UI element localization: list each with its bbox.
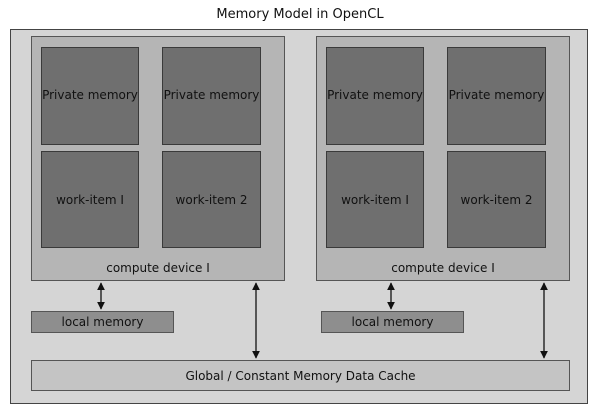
local-memory-2: local memory: [321, 311, 464, 333]
work-item-1-2: work-item 2: [162, 151, 261, 248]
diagram-title: Memory Model in OpenCL: [216, 7, 384, 22]
compute-device-2: Private memory Private memory work-item …: [316, 36, 570, 281]
work-item-2-2: work-item 2: [447, 151, 546, 248]
work-item-1-1: work-item I: [41, 151, 139, 248]
work-item-2-1: work-item I: [326, 151, 424, 248]
private-memory-2-2: Private memory: [447, 47, 546, 145]
compute-device-1: Private memory Private memory work-item …: [31, 36, 285, 281]
local-memory-1: local memory: [31, 311, 174, 333]
private-memory-2-1: Private memory: [326, 47, 424, 145]
global-constant-memory: Global / Constant Memory Data Cache: [31, 360, 570, 391]
compute-device-1-label: compute device I: [106, 261, 210, 275]
private-memory-1-2: Private memory: [162, 47, 261, 145]
private-memory-1-1: Private memory: [41, 47, 139, 145]
compute-device-2-label: compute device I: [391, 261, 495, 275]
